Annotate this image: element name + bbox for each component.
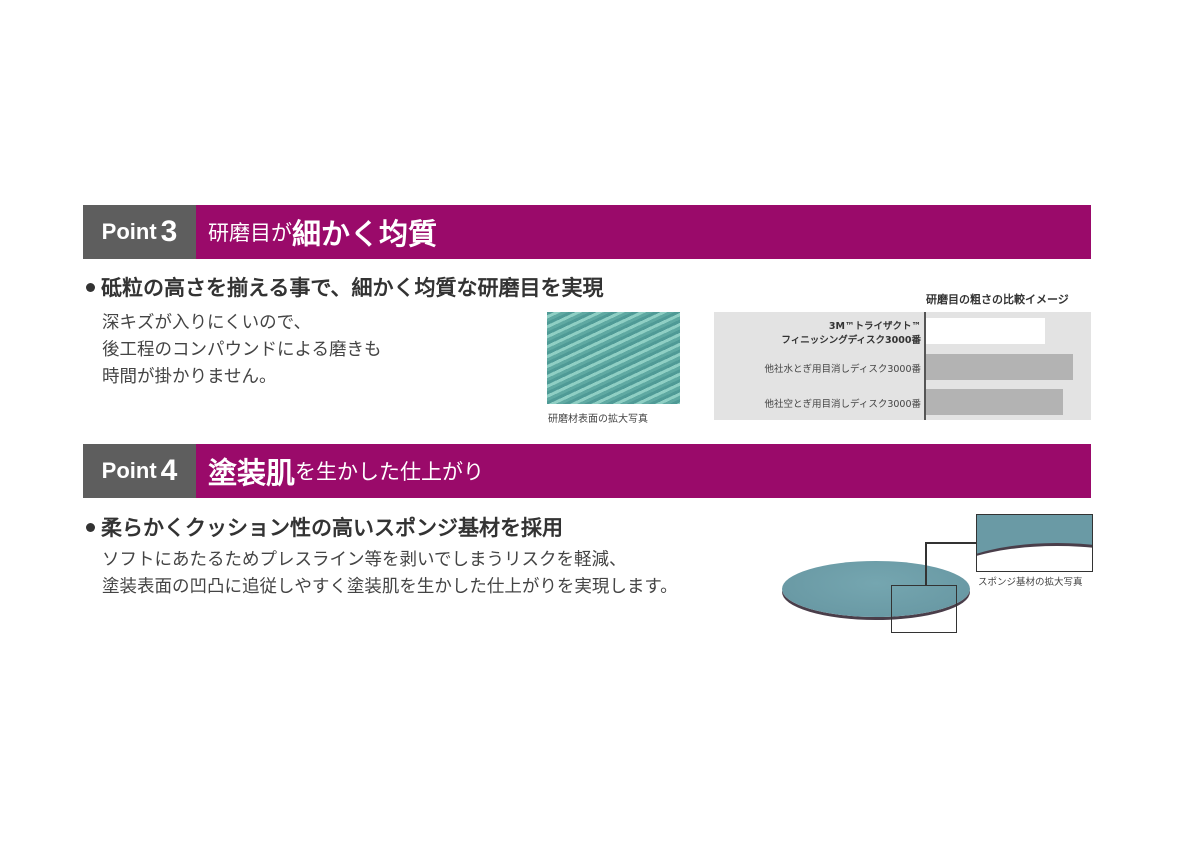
point4-body: ソフトにあたるためプレスライン等を剥いでしまうリスクを軽減、 塗装表面の凹凸に追… xyxy=(102,547,678,601)
comparison-chart: 3M™トライザクト™ フィニッシングディスク3000番 他社水とぎ用目消しディス… xyxy=(714,312,1091,420)
point3-header-band: Point 3 研磨目が 細かく均質 xyxy=(83,205,1091,259)
sponge-disc-image xyxy=(782,561,970,617)
point4-bullet: 柔らかくクッション性の高いスポンジ基材を採用 xyxy=(86,512,563,542)
point4-label-number: 4 xyxy=(160,454,178,487)
bullet-dot-icon xyxy=(86,522,95,532)
point4-title-large: 塗装肌 xyxy=(208,456,296,490)
point3-bullet-text: 砥粒の高さを揃える事で、細かく均質な研磨目を実現 xyxy=(101,276,604,300)
point4-title: 塗装肌 を生かした仕上がり xyxy=(196,444,484,498)
point3-title-small: 研磨目が xyxy=(208,221,292,245)
chart-label-3m: 3M™トライザクト™ フィニッシングディスク3000番 xyxy=(721,320,921,348)
bullet-dot-icon xyxy=(86,282,95,292)
point3-label-box: Point 3 xyxy=(83,205,196,259)
bar-3m xyxy=(926,318,1045,344)
point3-bullet: 砥粒の高さを揃える事で、細かく均質な研磨目を実現 xyxy=(86,272,604,302)
point4-bullet-text: 柔らかくクッション性の高いスポンジ基材を採用 xyxy=(101,516,563,540)
abrasive-photo-caption: 研磨材表面の拡大写真 xyxy=(548,414,648,425)
connector-line-vertical xyxy=(925,542,927,585)
point4-title-small: を生かした仕上がり xyxy=(295,460,485,484)
point4-label-box: Point 4 xyxy=(83,444,196,498)
point3-title-large: 細かく均質 xyxy=(292,217,438,251)
abrasive-surface-photo xyxy=(547,312,680,404)
point3-body-line: 深キズが入りにくいので、 xyxy=(102,313,311,333)
point3-body-line: 時間が掛かりません。 xyxy=(102,367,277,387)
connector-line-horizontal xyxy=(925,542,977,544)
point4-body-line: ソフトにあたるためプレスライン等を剥いでしまうリスクを軽減、 xyxy=(102,550,627,570)
point3-body-line: 後工程のコンパウンドによる磨きも xyxy=(102,340,382,360)
bar-dry-competitor xyxy=(926,389,1063,415)
point3-label-number: 3 xyxy=(160,215,178,248)
point3-label-word: Point xyxy=(101,219,157,244)
sponge-zoom-photo xyxy=(976,514,1093,572)
point4-header-band: Point 4 塗装肌 を生かした仕上がり xyxy=(83,444,1091,498)
chart-label-3m-line1: 3M™トライザクト™ xyxy=(828,321,921,332)
chart-label-3m-line2: フィニッシングディスク3000番 xyxy=(781,335,921,346)
sponge-photo-caption: スポンジ基材の拡大写真 xyxy=(978,577,1083,588)
point4-label-word: Point xyxy=(101,458,157,483)
chart-label-water: 他社水とぎ用目消しディスク3000番 xyxy=(764,364,921,375)
point3-title: 研磨目が 細かく均質 xyxy=(196,205,437,259)
point3-body: 深キズが入りにくいので、 後工程のコンパウンドによる磨きも 時間が掛かりません。 xyxy=(102,310,381,391)
sponge-edge-shape xyxy=(977,543,1092,571)
bar-water-competitor xyxy=(926,354,1073,380)
chart-axis-line xyxy=(924,312,926,420)
point4-body-line: 塗装表面の凹凸に追従しやすく塗装肌を生かした仕上がりを実現します。 xyxy=(102,577,678,597)
chart-label-dry: 他社空とぎ用目消しディスク3000番 xyxy=(764,399,921,410)
zoom-source-box xyxy=(891,585,957,633)
chart-title: 研磨目の粗さの比較イメージ xyxy=(926,293,1069,306)
